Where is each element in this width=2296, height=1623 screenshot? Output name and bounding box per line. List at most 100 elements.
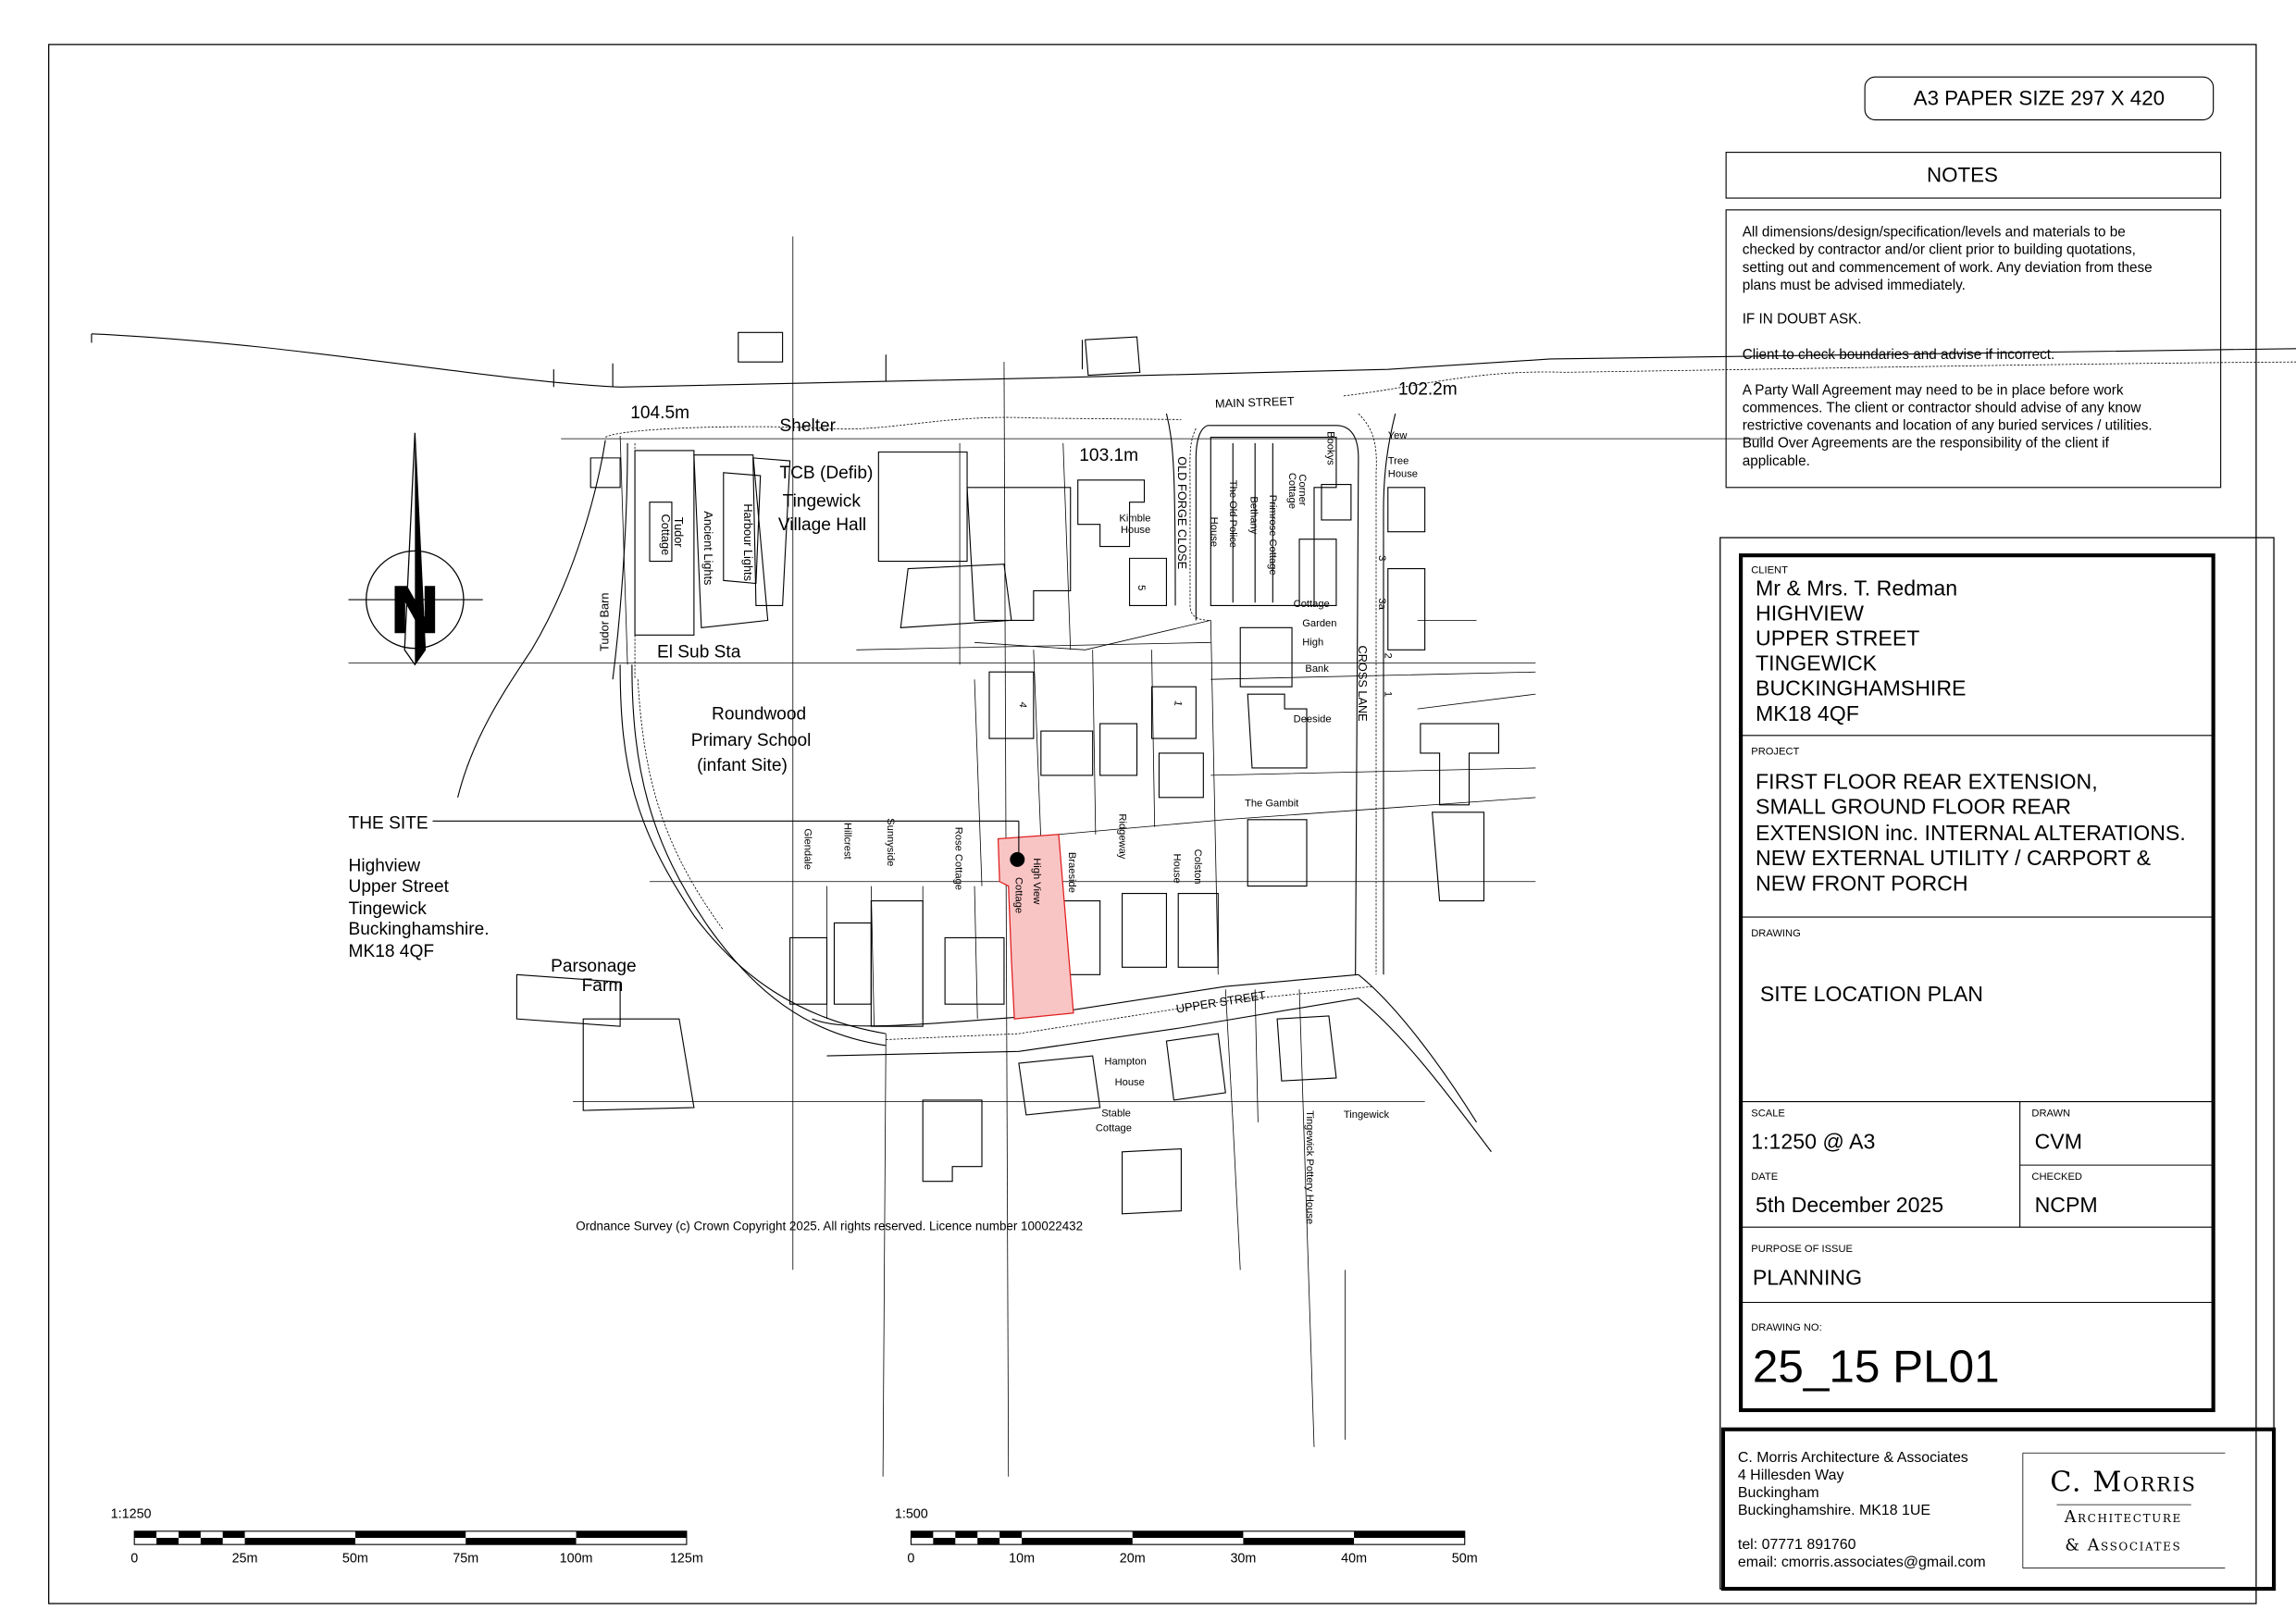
- note-line: Client to check boundaries and advise if…: [1743, 347, 2055, 363]
- map-label: Tingewick: [783, 492, 862, 512]
- map-label: Ridgeway: [1116, 813, 1127, 859]
- scale-bar-segment: [1132, 1530, 1244, 1538]
- notes-panel: NOTES All dimensions/design/specificatio…: [1725, 152, 2222, 489]
- project-line: SMALL GROUND FLOOR REAR: [1756, 794, 2071, 818]
- map-label: Sunnyside: [885, 818, 896, 866]
- map-label: 104.5m: [630, 403, 689, 423]
- map-label: 3a: [1376, 598, 1387, 610]
- site-address-line: Tingewick: [349, 899, 428, 919]
- map-label: 102.2m: [1398, 379, 1458, 399]
- left-road: [457, 440, 887, 1047]
- map-label: Roundwood: [712, 704, 806, 724]
- scale-bar-segment: [200, 1537, 223, 1545]
- note-line: plans must be advised immediately.: [1743, 278, 1966, 293]
- map-label: 4: [1016, 701, 1028, 709]
- map-label: Bookys: [1324, 431, 1335, 465]
- map-label: House: [1208, 517, 1219, 547]
- map-label: Yew: [1388, 430, 1409, 441]
- lanes: [1165, 413, 1396, 975]
- map-label: Garden: [1302, 618, 1336, 629]
- client-line: Mr & Mrs. T. Redman: [1756, 576, 1957, 600]
- scale-bar-tick-label: 10m: [1009, 1551, 1035, 1566]
- map-label: (infant Site): [697, 756, 788, 775]
- company-line: C. Morris Architecture & Associates: [1738, 1450, 1968, 1466]
- map-label: Corner: [1297, 474, 1308, 505]
- company-line: Buckingham: [1738, 1485, 1819, 1501]
- map-label: 2: [1383, 652, 1394, 658]
- note-line: commences. The client or contractor shou…: [1743, 400, 2142, 415]
- site-marker-dot: [1010, 851, 1025, 867]
- map-label: Bank: [1305, 663, 1329, 675]
- map-label: Ancient Lights: [701, 511, 715, 585]
- scale-bar-label: 1:500: [895, 1506, 928, 1521]
- map-label: Rose Cottage: [952, 827, 963, 890]
- map-label: Primrose Cottage: [1267, 495, 1278, 576]
- scale-bar-tick-label: 50m: [1452, 1551, 1478, 1566]
- map-label: Cottage: [1294, 599, 1330, 610]
- note-line: A Party Wall Agreement may need to be in…: [1743, 382, 2124, 398]
- drawing-no-label: DRAWING NO:: [1751, 1322, 1821, 1333]
- drawn-value: CVM: [2035, 1130, 2082, 1154]
- site-address: THE SITE Highview Upper Street Tingewick…: [349, 813, 490, 961]
- main-street: [91, 333, 2296, 438]
- site-address-line: Buckinghamshire.: [349, 920, 490, 939]
- site-address-line: MK18 4QF: [349, 942, 434, 961]
- scale-bar-tick-label: 75m: [453, 1551, 478, 1566]
- map-label: Stable: [1101, 1108, 1131, 1119]
- buildings: [515, 331, 1499, 1215]
- scale-bar-segment: [222, 1530, 245, 1538]
- map-label: House: [1171, 853, 1182, 883]
- map-label: El Sub Sta: [657, 642, 741, 662]
- map-label: Deeside: [1294, 713, 1332, 725]
- scale-bar-segment: [933, 1537, 956, 1545]
- scale-bar-outline: [910, 1530, 1466, 1545]
- date-label: DATE: [1751, 1171, 1778, 1183]
- scale-bar-segment: [576, 1530, 687, 1538]
- map-label: Cottage: [1286, 473, 1297, 509]
- client-line: TINGEWICK: [1756, 651, 1878, 675]
- paper-size-box: A3 PAPER SIZE 297 X 420: [1864, 76, 2215, 121]
- drawing-title: SITE LOCATION PLAN: [1760, 982, 1983, 1006]
- client-label: CLIENT: [1751, 564, 1788, 576]
- title-block: CLIENT Mr & Mrs. T. Redman HIGHVIEW UPPE…: [1719, 537, 2275, 1590]
- scale-bar-tick-label: 40m: [1341, 1551, 1367, 1566]
- map-label: TCB (Defib): [779, 464, 873, 483]
- scale-bar-segment: [244, 1537, 355, 1545]
- scale-bar-tick-label: 0: [907, 1551, 914, 1566]
- scale-bar-tick-label: 20m: [1120, 1551, 1146, 1566]
- map-labels: 104.5m Shelter TCB (Defib) Tingewick Vil…: [551, 379, 1458, 1224]
- scale-value: 1:1250 @ A3: [1751, 1130, 1875, 1154]
- project-label: PROJECT: [1751, 747, 1799, 758]
- site-address-line: Upper Street: [349, 877, 450, 897]
- os-map: 104.5m Shelter TCB (Defib) Tingewick Vil…: [91, 236, 2296, 1477]
- scale-bar-tick-label: 125m: [670, 1551, 703, 1566]
- map-label: Hillcrest: [842, 823, 853, 861]
- upper-street: [812, 973, 1492, 1153]
- client-line: HIGHVIEW: [1756, 601, 1864, 625]
- company-line: 4 Hillesden Way: [1738, 1468, 1844, 1483]
- map-label: House: [1115, 1077, 1145, 1088]
- scale-bar-segment: [1022, 1537, 1133, 1545]
- map-label: Primary School: [691, 731, 812, 750]
- checked-value: NCPM: [2035, 1193, 2098, 1217]
- scale-bar-segment: [1354, 1530, 1465, 1538]
- map-label: Shelter: [779, 416, 836, 436]
- map-label: Parsonage: [551, 957, 637, 976]
- site-address-line: Highview: [349, 857, 421, 876]
- date-value: 5th December 2025: [1756, 1193, 1943, 1217]
- map-label: Tingewick Pottery House: [1304, 1110, 1315, 1224]
- logo-name: C. Morris: [2050, 1467, 2196, 1499]
- company-line: Buckinghamshire. MK18 1UE: [1738, 1503, 1930, 1518]
- map-label: House: [1388, 469, 1418, 480]
- map-label: Tudor Barn: [597, 593, 611, 651]
- note-line: checked by contractor and/or client prio…: [1743, 242, 2136, 258]
- scale-bar-segment: [977, 1537, 1000, 1545]
- map-label: Hampton: [1104, 1057, 1146, 1068]
- project-line: NEW EXTERNAL UTILITY / CARPORT &: [1756, 846, 2152, 870]
- checked-label: CHECKED: [2031, 1171, 2082, 1183]
- company-email: email: cmorris.associates@gmail.com: [1738, 1555, 1986, 1570]
- scale-bar-segment: [955, 1530, 978, 1538]
- copyright-notice: Ordnance Survey (c) Crown Copyright 2025…: [576, 1219, 1083, 1233]
- map-label: Braeside: [1066, 852, 1077, 893]
